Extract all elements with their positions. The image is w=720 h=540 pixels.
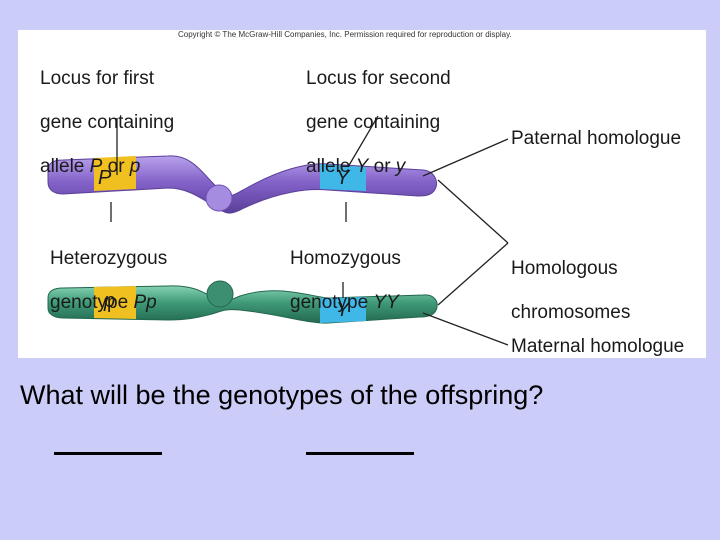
locus-first-line1: Locus for first	[40, 68, 155, 89]
homozygous-prefix: genotype	[290, 292, 374, 313]
locus-first-line2: gene containing	[40, 112, 175, 133]
answer-blank-2	[306, 452, 414, 455]
copyright-notice: Copyright © The McGraw-Hill Companies, I…	[178, 30, 512, 39]
answer-blank-1	[54, 452, 162, 455]
allele-P: P	[89, 156, 103, 177]
homologous-line1: Homologous	[511, 258, 618, 279]
heterozygous-prefix: genotype	[50, 292, 134, 313]
maternal-band-p	[94, 286, 136, 319]
pointer-lines	[110, 115, 509, 346]
locus-first-or: or	[102, 156, 130, 177]
maternal-centromere	[206, 280, 234, 308]
paternal-centromere	[205, 184, 233, 212]
locus-second-or: or	[368, 156, 396, 177]
allele-p: p	[129, 156, 141, 177]
locus-second-line2: gene containing	[306, 112, 441, 133]
paternal-band-p	[94, 156, 136, 191]
locus-second-prefix: allele	[306, 156, 356, 177]
band-letter-p-bottom: p	[103, 290, 115, 312]
paternal-band-y	[320, 164, 366, 191]
homologous-chromosomes-label: Homologous chromosomes	[511, 236, 630, 346]
paternal-homologue-label: Paternal homologue	[511, 128, 682, 149]
question-text: What will be the genotypes of the offspr…	[20, 380, 544, 410]
allele-y: y	[395, 156, 406, 177]
heterozygous-line1: Heterozygous	[50, 248, 168, 269]
genotype-Pp: Pp	[133, 292, 157, 313]
locus-first-label: Locus for first gene containing allele P…	[40, 46, 174, 200]
band-letter-Y-bottom: Y	[336, 299, 351, 321]
maternal-band-y	[320, 297, 366, 323]
band-letter-Y-top: Y	[336, 167, 351, 189]
band-letter-P-top: P	[98, 167, 112, 189]
homologous-line2: chromosomes	[511, 302, 631, 323]
locus-second-line1: Locus for second	[306, 68, 451, 89]
chromosome-figure: P Y p Y Copyright © The McGraw-Hill Comp…	[18, 30, 706, 358]
allele-Y: Y	[355, 156, 369, 177]
locus-second-label: Locus for second gene containing allele …	[306, 46, 451, 200]
genotype-YY: YY	[373, 292, 399, 313]
homozygous-label: Homozygous genotype YY	[290, 226, 401, 336]
maternal-homologue-label: Maternal homologue	[511, 336, 685, 357]
heterozygous-label: Heterozygous genotype Pp	[50, 226, 167, 336]
chromosome-diagram: P Y p Y	[47, 115, 509, 346]
homozygous-line1: Homozygous	[290, 248, 401, 269]
locus-first-prefix: allele	[40, 156, 90, 177]
